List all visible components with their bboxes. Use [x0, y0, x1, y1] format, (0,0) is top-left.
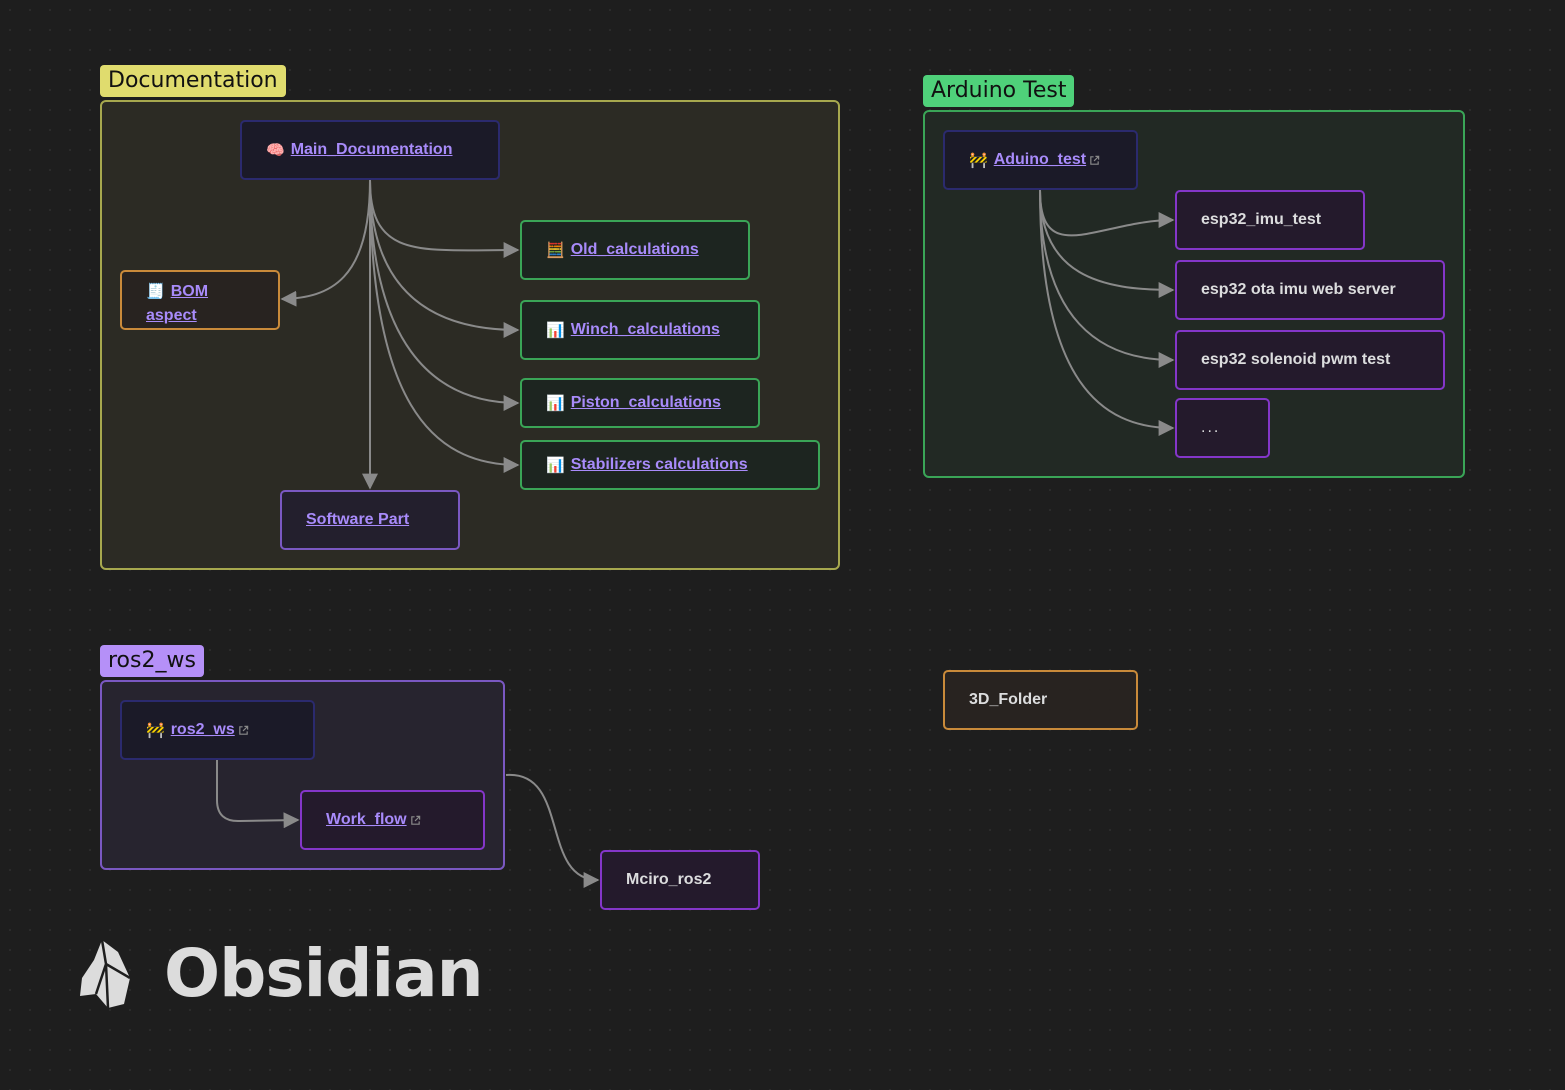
bar-chart-icon: 📊: [546, 394, 565, 412]
esp32-imu-test-label: esp32_imu_test: [1201, 211, 1322, 228]
external-link-icon: [1090, 155, 1100, 165]
main-documentation-link[interactable]: Main_Documentation: [290, 141, 453, 158]
mciro-ros2-label: Mciro_ros2: [626, 871, 712, 888]
abacus-icon: 🧮: [546, 241, 565, 259]
bar-chart-icon: 📊: [546, 456, 565, 474]
node-esp32-imu-test[interactable]: esp32_imu_test: [1175, 190, 1365, 250]
obsidian-logo-text: Obsidian: [164, 935, 484, 1012]
node-esp32-solenoid-pwm-test[interactable]: esp32 solenoid pwm test: [1175, 330, 1445, 390]
node-aduino-test[interactable]: 🚧 Aduino_test: [943, 130, 1138, 190]
node-work-flow[interactable]: Work_flow: [300, 790, 485, 850]
node-stabilizers-calculations[interactable]: 📊 Stabilizers calculations: [520, 440, 820, 490]
node-winch-calculations[interactable]: 📊 Winch_calculations: [520, 300, 760, 360]
piston-calculations-link[interactable]: Piston_calculations: [570, 394, 721, 411]
brain-icon: 🧠: [266, 141, 285, 159]
construction-icon: 🚧: [146, 721, 165, 739]
winch-calculations-link[interactable]: Winch_calculations: [570, 321, 720, 338]
obsidian-logo-icon: [80, 939, 131, 1009]
esp32-solenoid-label: esp32 solenoid pwm test: [1201, 351, 1391, 368]
ellipsis-label: ...: [1201, 419, 1221, 436]
node-esp32-ota-imu-web-server[interactable]: esp32 ota imu web server: [1175, 260, 1445, 320]
edge-group-to-mciro: [505, 773, 600, 888]
stabilizers-calculations-link[interactable]: Stabilizers calculations: [570, 456, 748, 473]
node-piston-calculations[interactable]: 📊 Piston_calculations: [520, 378, 760, 428]
node-ros2-ws[interactable]: 🚧 ros2_ws: [120, 700, 315, 760]
group-label-documentation[interactable]: Documentation: [100, 65, 286, 97]
node-old-calculations[interactable]: 🧮 Old_calculations: [520, 220, 750, 280]
node-bom-aspect[interactable]: 🧾BOM aspect: [120, 270, 280, 330]
node-mciro-ros2[interactable]: Mciro_ros2: [600, 850, 760, 910]
node-software-part[interactable]: Software Part: [280, 490, 460, 550]
3d-folder-label: 3D_Folder: [969, 691, 1048, 708]
group-label-ros2-ws[interactable]: ros2_ws: [100, 645, 204, 677]
group-label-arduino-test[interactable]: Arduino Test: [923, 75, 1075, 107]
esp32-ota-label: esp32 ota imu web server: [1201, 281, 1396, 298]
bar-chart-icon: 📊: [546, 321, 565, 339]
external-link-icon: [410, 815, 420, 825]
bom-aspect-link[interactable]: BOM aspect: [146, 283, 209, 324]
construction-icon: 🚧: [969, 151, 988, 169]
software-part-link[interactable]: Software Part: [306, 511, 410, 528]
work-flow-link[interactable]: Work_flow: [326, 811, 407, 828]
node-3d-folder[interactable]: 3D_Folder: [943, 670, 1138, 730]
external-link-icon: [238, 725, 248, 735]
ros2-ws-link[interactable]: ros2_ws: [170, 721, 235, 738]
aduino-test-link[interactable]: Aduino_test: [993, 151, 1087, 168]
node-ellipsis[interactable]: ...: [1175, 398, 1270, 458]
node-main-documentation[interactable]: 🧠 Main_Documentation: [240, 120, 500, 180]
old-calculations-link[interactable]: Old_calculations: [570, 241, 699, 258]
receipt-icon: 🧾: [146, 282, 165, 300]
obsidian-logo: Obsidian: [78, 935, 484, 1012]
